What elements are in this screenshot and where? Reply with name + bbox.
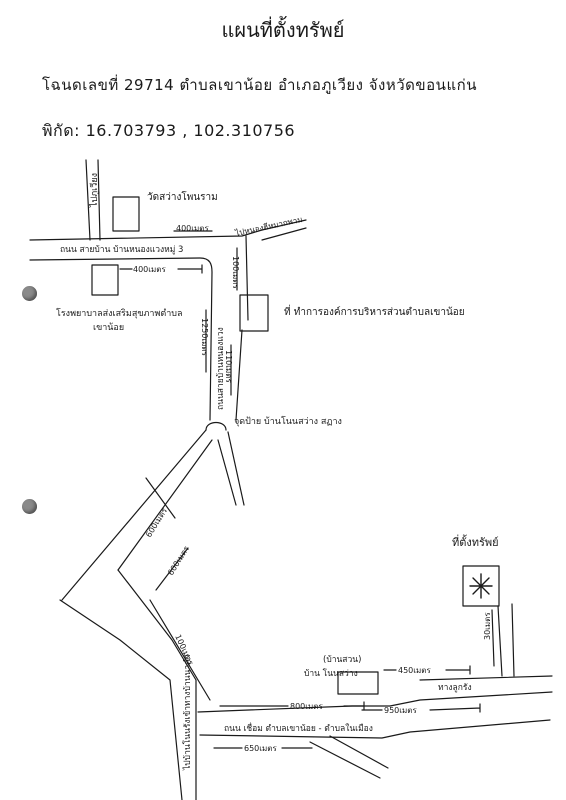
road-label-hong-hai: ไปหนองฮีหมากพาม bbox=[234, 215, 304, 238]
road-main-horizontal bbox=[29, 219, 307, 421]
dist-100-right: 100เมตร bbox=[231, 256, 240, 289]
property-label: ที่ตั้งทรัพย์ bbox=[452, 534, 499, 549]
road-property-track bbox=[497, 603, 515, 677]
dist-650: 650เมตร bbox=[244, 744, 277, 753]
dist-950: 950เมตร bbox=[384, 706, 417, 715]
temple-label: วัดสว่างโพนราม bbox=[147, 190, 218, 203]
dim-800 bbox=[219, 701, 365, 711]
ban-suan-building bbox=[337, 671, 379, 695]
road-fork-lower bbox=[59, 429, 245, 800]
road-label-left-lower: ไปบ้านโนนรังเข้าทางบ้านนาคำ bbox=[182, 654, 193, 771]
ban-suan-note: (บ้านสวน) bbox=[323, 654, 361, 665]
hospital-building bbox=[91, 264, 119, 296]
dist-110: 110เมตร bbox=[224, 350, 233, 383]
bus-stop-label: จุดป้าย บ้านโนนสว่าง สฏาง bbox=[234, 416, 342, 427]
road-label-center-vertical: ถนนสายบ้านหนองแวง bbox=[215, 327, 226, 410]
deed-info: โฉนดเลขที่ 29714 ตำบลเขาน้อย อำเภอภูเวีย… bbox=[42, 76, 477, 94]
dim-600-b bbox=[155, 547, 189, 591]
dist-1250: 1250เมตร bbox=[200, 318, 209, 357]
road-label-lower: ถนน เชื่อม ตำบลเขาน้อย - ตำบลในเมือง bbox=[224, 722, 373, 734]
binder-hole-bottom bbox=[22, 499, 37, 514]
map-title: แผนที่ตั้งทรัพย์ bbox=[221, 18, 345, 42]
road-top-left-vertical bbox=[85, 159, 101, 241]
dim-100-lower bbox=[149, 599, 211, 701]
bus-stop-marker bbox=[205, 421, 227, 431]
property-parcel bbox=[462, 565, 500, 607]
coordinates: พิกัด: 16.703793 , 102.310756 bbox=[42, 121, 296, 140]
dim-30 bbox=[491, 609, 495, 667]
hospital-label-1: โรงพยาบาลส่งเสริมสุขภาพตำบล bbox=[56, 308, 183, 319]
road-label-main: ถนน สายบ้าน บ้านหนองแวงหมู่ 3 bbox=[60, 244, 183, 255]
dist-30: 30เมตร bbox=[483, 612, 492, 640]
dist-800: 800เมตร bbox=[290, 702, 323, 711]
road-label-phu-wiang: ไปภูเวียง bbox=[89, 173, 100, 208]
hospital-label-2: เขาน้อย bbox=[93, 322, 124, 333]
dist-450: 450เมตร bbox=[398, 666, 431, 675]
dist-400-left: 400เมตร bbox=[133, 265, 166, 274]
temple-building bbox=[112, 196, 140, 232]
dim-950 bbox=[361, 703, 481, 713]
dist-600-a: 600เมตร bbox=[144, 506, 169, 539]
asterisk-marker-icon bbox=[469, 573, 493, 599]
dim-600-a bbox=[145, 477, 176, 519]
dist-600-b: 600เมตร bbox=[166, 544, 191, 577]
road-lower-horizontal bbox=[197, 675, 553, 779]
dim-400-left bbox=[119, 264, 203, 274]
track-label: ทางลูกรัง bbox=[438, 683, 472, 693]
dim-450 bbox=[383, 665, 471, 675]
ban-name-label: บ้าน โนนสว่าง bbox=[304, 668, 358, 679]
dist-400-top: 400เมตร bbox=[176, 224, 209, 233]
sao-office-label: ที่ ทำการองค์การบริหารส่วนตำบลเขาน้อย bbox=[284, 304, 465, 318]
sao-office-building bbox=[239, 294, 269, 332]
binder-hole-top bbox=[22, 286, 37, 301]
